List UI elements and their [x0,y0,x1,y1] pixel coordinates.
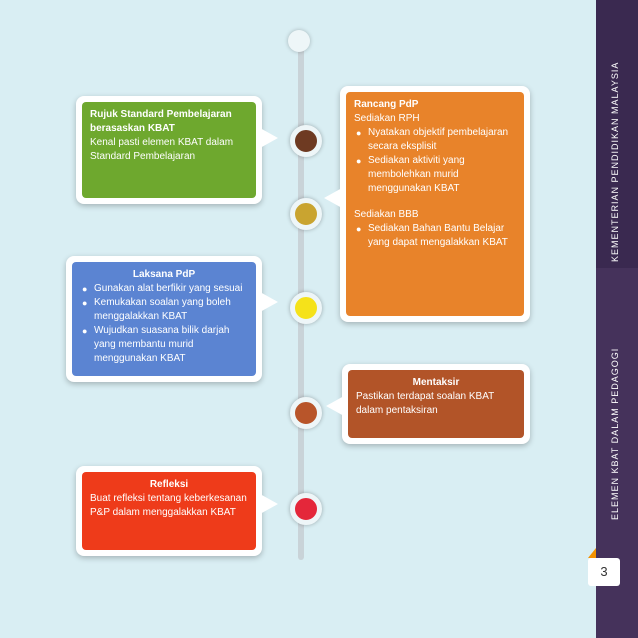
step-rancang-title: Rancang PdP [354,99,419,110]
page-number: 3 [588,558,620,586]
step-mentaksir-body: Pastikan terdapat soalan KBAT dalam pent… [356,391,495,416]
step-laksana-content: Laksana PdP Gunakan alat berfikir yang s… [72,262,256,376]
step-rujuk-body: Kenal pasti elemen KBAT dalam Standard P… [90,137,234,162]
step-laksana-pdp: Laksana PdP Gunakan alat berfikir yang s… [66,256,262,382]
list-item: Gunakan alat berfikir yang sesuai [82,282,248,296]
sidebar-title-bottom: ELEMEN KBAT DALAM PEDAGOGI [610,347,620,520]
step-rancang-pointer [324,188,342,208]
sidebar-title-top: KEMENTERIAN PENDIDIKAN MALAYSIA [610,61,620,262]
list-item: Sediakan Bahan Bantu Belajar yang dapat … [356,222,516,250]
step-rancang-content: Rancang PdP Sediakan RPH Nyatakan objekt… [346,92,524,316]
step-mentaksir-title: Mentaksir [412,377,460,388]
list-item: Sediakan aktiviti yang membolehkan murid… [356,154,516,196]
step-mentaksir: Mentaksir Pastikan terdapat soalan KBAT … [342,364,530,444]
step-rancang-sub1: Sediakan RPH [354,113,420,124]
step-mentaksir-pointer [326,396,344,416]
step-rujuk-pointer [260,128,278,148]
timeline-dot-3 [290,292,322,324]
list-item: Nyatakan objektif pembelajaran secara ek… [356,126,516,154]
step-rujuk-standard: Rujuk Standard Pembelajaran berasaskan K… [76,96,262,204]
sidebar-top-band [596,0,638,268]
step-refleksi-content: Refleksi Buat refleksi tentang keberkesa… [82,472,256,550]
step-rancang-list1: Nyatakan objektif pembelajaran secara ek… [354,126,516,196]
step-laksana-title: Laksana PdP [132,269,196,280]
step-refleksi-pointer [260,494,278,514]
step-laksana-pointer [260,292,278,312]
step-refleksi: Refleksi Buat refleksi tentang keberkesa… [76,466,262,556]
step-rancang-list2: Sediakan Bahan Bantu Belajar yang dapat … [354,222,516,250]
list-item: Kemukakan soalan yang boleh menggalakkan… [82,296,248,324]
step-rancang-sub2: Sediakan BBB [354,209,419,220]
step-rancang-pdp: Rancang PdP Sediakan RPH Nyatakan objekt… [340,86,530,322]
timeline-dot-4 [290,397,322,429]
page-flag [588,548,596,558]
step-mentaksir-content: Mentaksir Pastikan terdapat soalan KBAT … [348,370,524,438]
step-rujuk-content: Rujuk Standard Pembelajaran berasaskan K… [82,102,256,198]
timeline-start-cap [288,30,310,52]
timeline-dot-2 [290,198,322,230]
step-refleksi-title: Refleksi [149,479,189,490]
step-laksana-list: Gunakan alat berfikir yang sesuai Kemuka… [80,282,248,366]
step-refleksi-body: Buat refleksi tentang keberkesanan P&P d… [90,493,247,518]
step-rujuk-title: Rujuk Standard Pembelajaran berasaskan K… [90,109,232,134]
list-item: Wujudkan suasana bilik darjah yang memba… [82,324,248,366]
timeline-dot-5 [290,493,322,525]
timeline-dot-1 [290,125,322,157]
